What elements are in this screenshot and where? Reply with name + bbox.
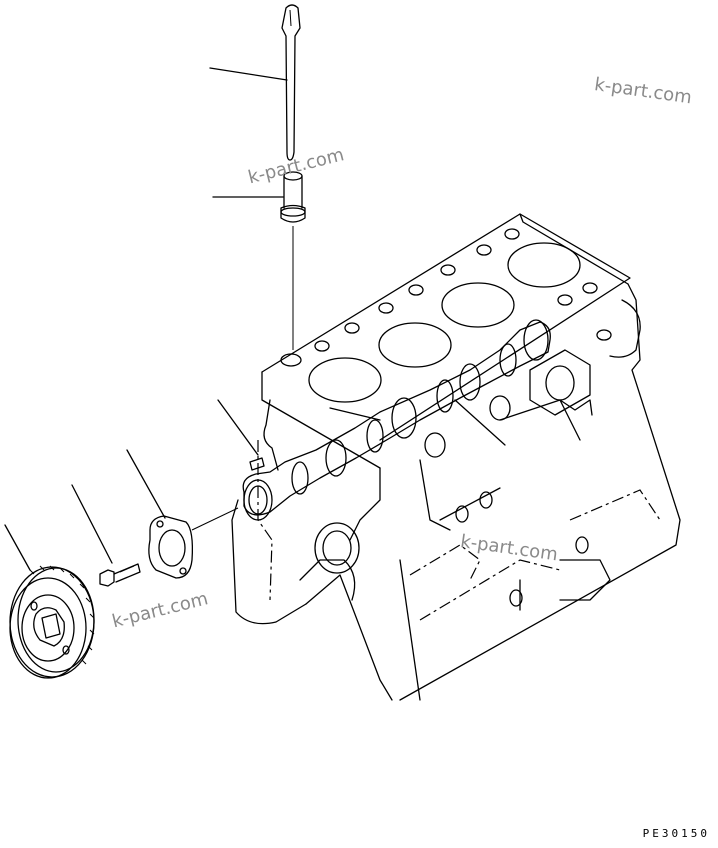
- leader-line-key: [217, 399, 259, 456]
- camshaft: [242, 319, 551, 521]
- head-bolt-holes: [314, 228, 612, 352]
- engine-block: [231, 213, 681, 701]
- leader-lines: [4, 67, 288, 571]
- tappet: [280, 171, 306, 367]
- cam-gear: [9, 565, 95, 679]
- leader-line-bolt: [71, 484, 113, 564]
- leader-line-cam-gear: [4, 524, 31, 571]
- drawing-code: PE30150: [642, 827, 710, 840]
- thrust-plate: [148, 507, 239, 579]
- leader-line-push-rod: [209, 67, 288, 81]
- push-rod: [281, 4, 301, 161]
- leader-line-thrust-plate: [126, 449, 166, 519]
- bolt: [99, 563, 141, 587]
